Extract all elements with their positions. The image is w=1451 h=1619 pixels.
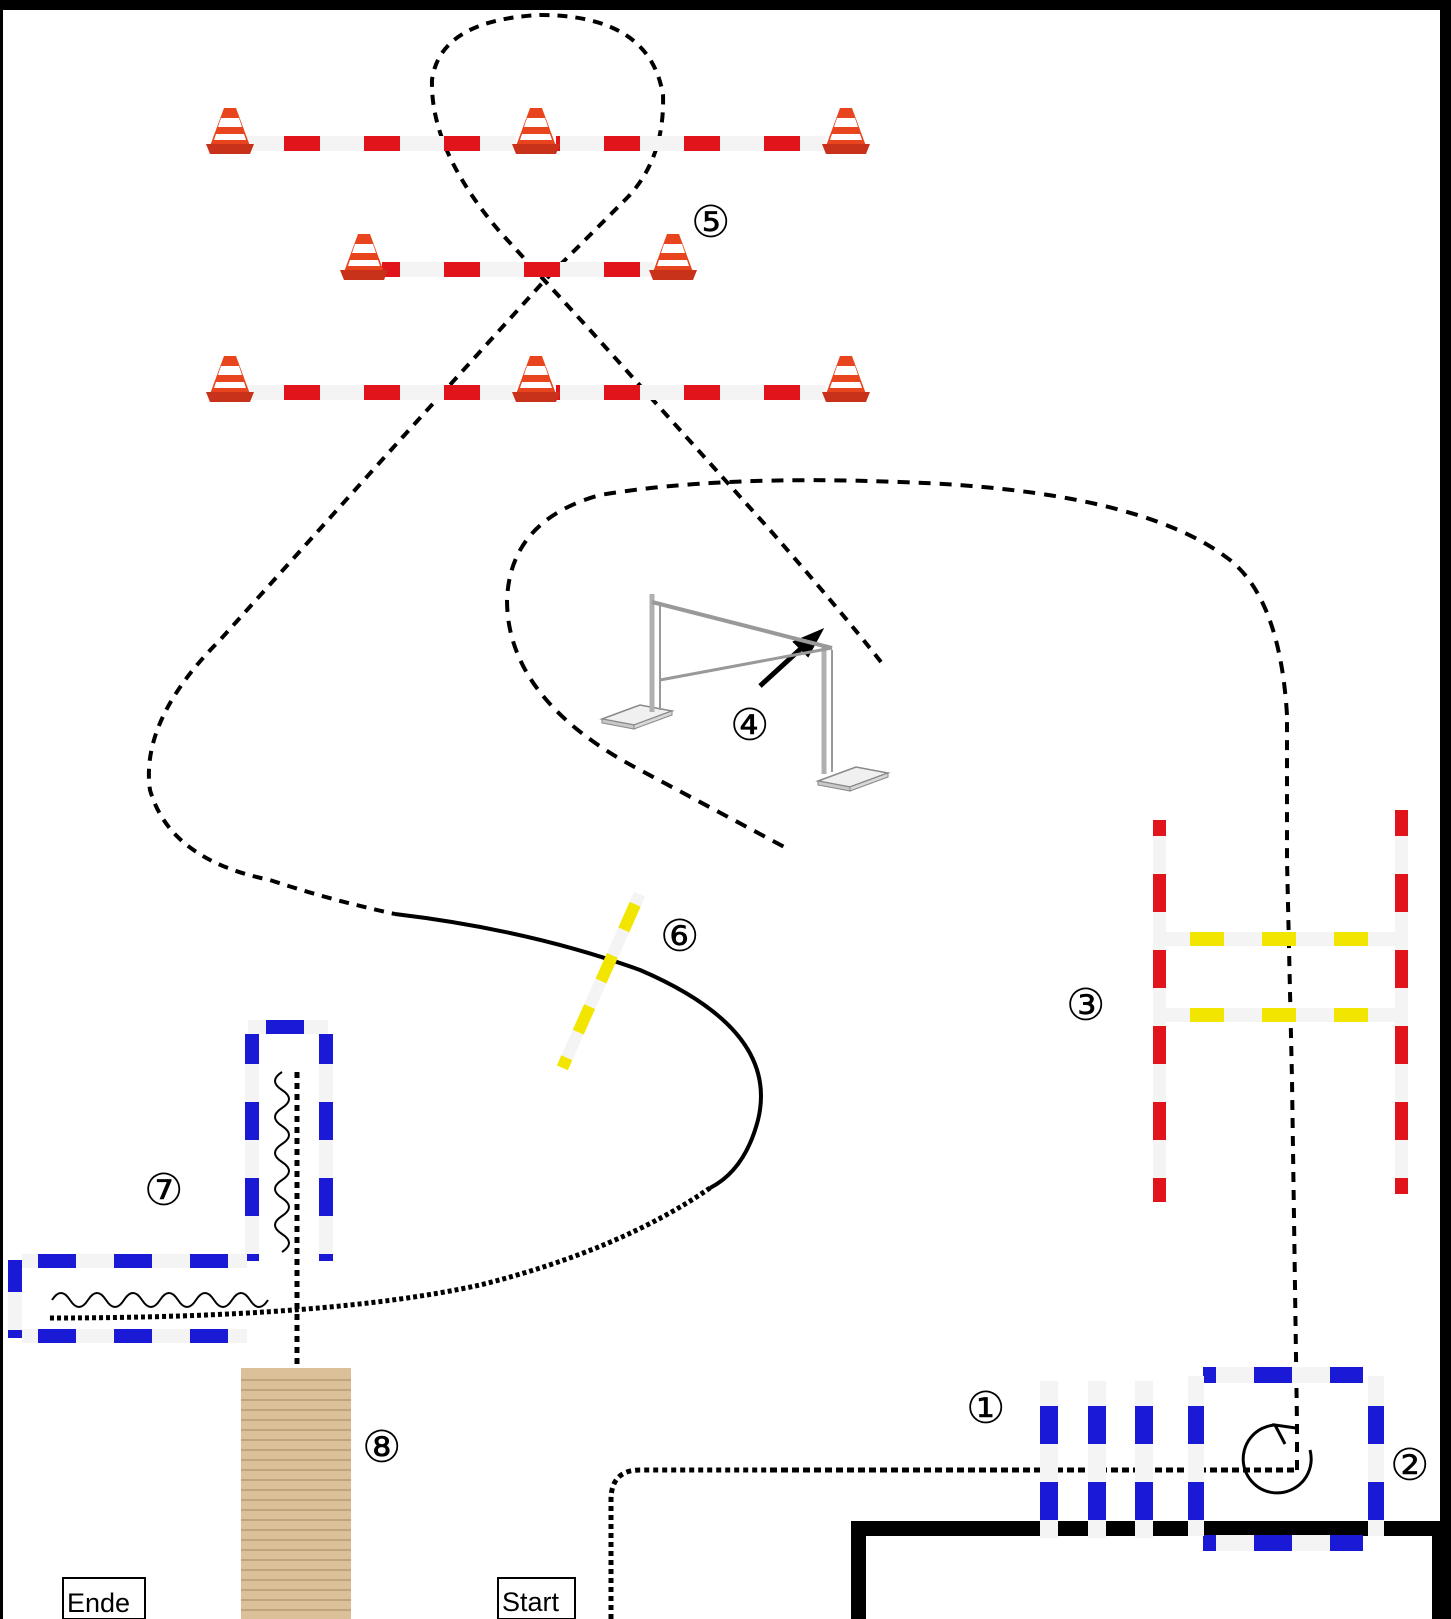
field-border-top — [0, 0, 1451, 10]
end-label-box: Ende — [62, 1577, 146, 1619]
number-7: ⑦ — [144, 1165, 183, 1216]
obstacle-numbers: ① ② ③ ④ ⑤ ⑥ ⑦ ⑧ — [144, 197, 1429, 1491]
cone-pole-row-top — [206, 108, 870, 154]
number-8: ⑧ — [362, 1422, 401, 1473]
obstacle-1-poles — [1040, 1381, 1153, 1538]
obstacle-6-pole — [556, 891, 646, 1071]
cone-pole-row-bottom — [206, 356, 870, 402]
route-solid-curve — [394, 912, 763, 1190]
gate4-arrow-shaft — [758, 642, 808, 688]
number-6: ⑥ — [660, 911, 699, 962]
cone-pole-row-middle — [340, 234, 697, 280]
route-to-L — [47, 1185, 712, 1321]
field-border-right — [1440, 0, 1451, 1619]
obstacle-3-gates — [1153, 810, 1408, 1202]
obstacle-8-bridge — [241, 1368, 351, 1619]
start-label: Start — [502, 1587, 560, 1617]
route-gate4-to-cones — [146, 12, 883, 916]
number-5: ⑤ — [691, 197, 730, 248]
obstacle-7-L — [8, 1020, 333, 1343]
turn-arrow-arc — [1241, 1423, 1313, 1495]
end-label: Ende — [67, 1588, 130, 1618]
route-arc-to-gate4 — [504, 478, 1289, 852]
wavy-line-horizontal — [51, 1292, 269, 1308]
number-4: ④ — [730, 700, 769, 751]
number-1: ① — [966, 1383, 1005, 1434]
number-2: ② — [1390, 1440, 1429, 1491]
number-3: ③ — [1066, 980, 1105, 1031]
route-start-segment — [608, 1467, 770, 1619]
obstacle-2-box — [1188, 1367, 1384, 1551]
obstacle-4-gate — [601, 594, 889, 792]
field-border-left — [0, 0, 3, 1619]
turn-arrow-head — [1272, 1423, 1297, 1445]
obstacle-5 — [206, 108, 870, 402]
wavy-line-vertical — [274, 1071, 290, 1253]
start-label-box: Start — [497, 1577, 576, 1619]
